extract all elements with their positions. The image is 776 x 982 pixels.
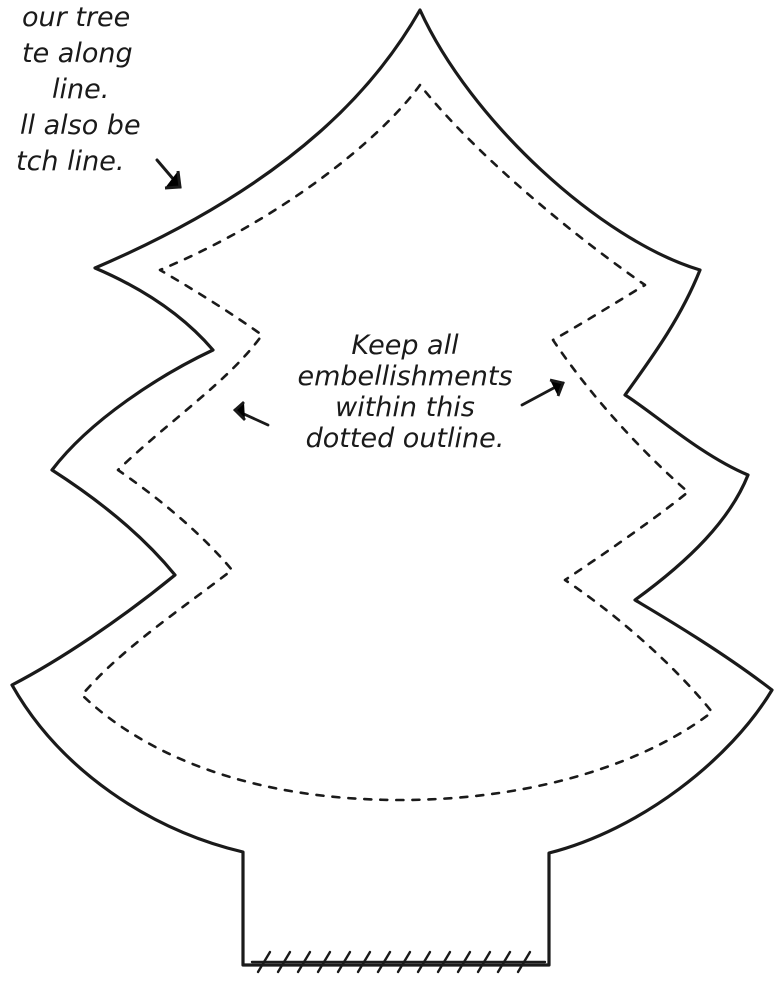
corner-note-line: our tree [22, 2, 130, 34]
corner-note-line: tch line. [16, 146, 124, 178]
corner-note-line: ll also be [20, 110, 141, 142]
center-note-line: Keep all [240, 330, 570, 361]
center-note-line: dotted outline. [240, 423, 570, 454]
corner-note-line: te along [22, 38, 133, 70]
cut-line-arrow-icon [157, 160, 180, 188]
center-note-line: within this [240, 392, 570, 423]
cut-line-instructions: our tree te along line. ll also be tch l… [0, 0, 160, 200]
trunk-hem-stitches [252, 952, 545, 972]
center-note-line: embellishments [240, 361, 570, 392]
embellishment-instructions: Keep all embellishments within this dott… [240, 330, 570, 454]
corner-note-line: line. [52, 74, 109, 106]
